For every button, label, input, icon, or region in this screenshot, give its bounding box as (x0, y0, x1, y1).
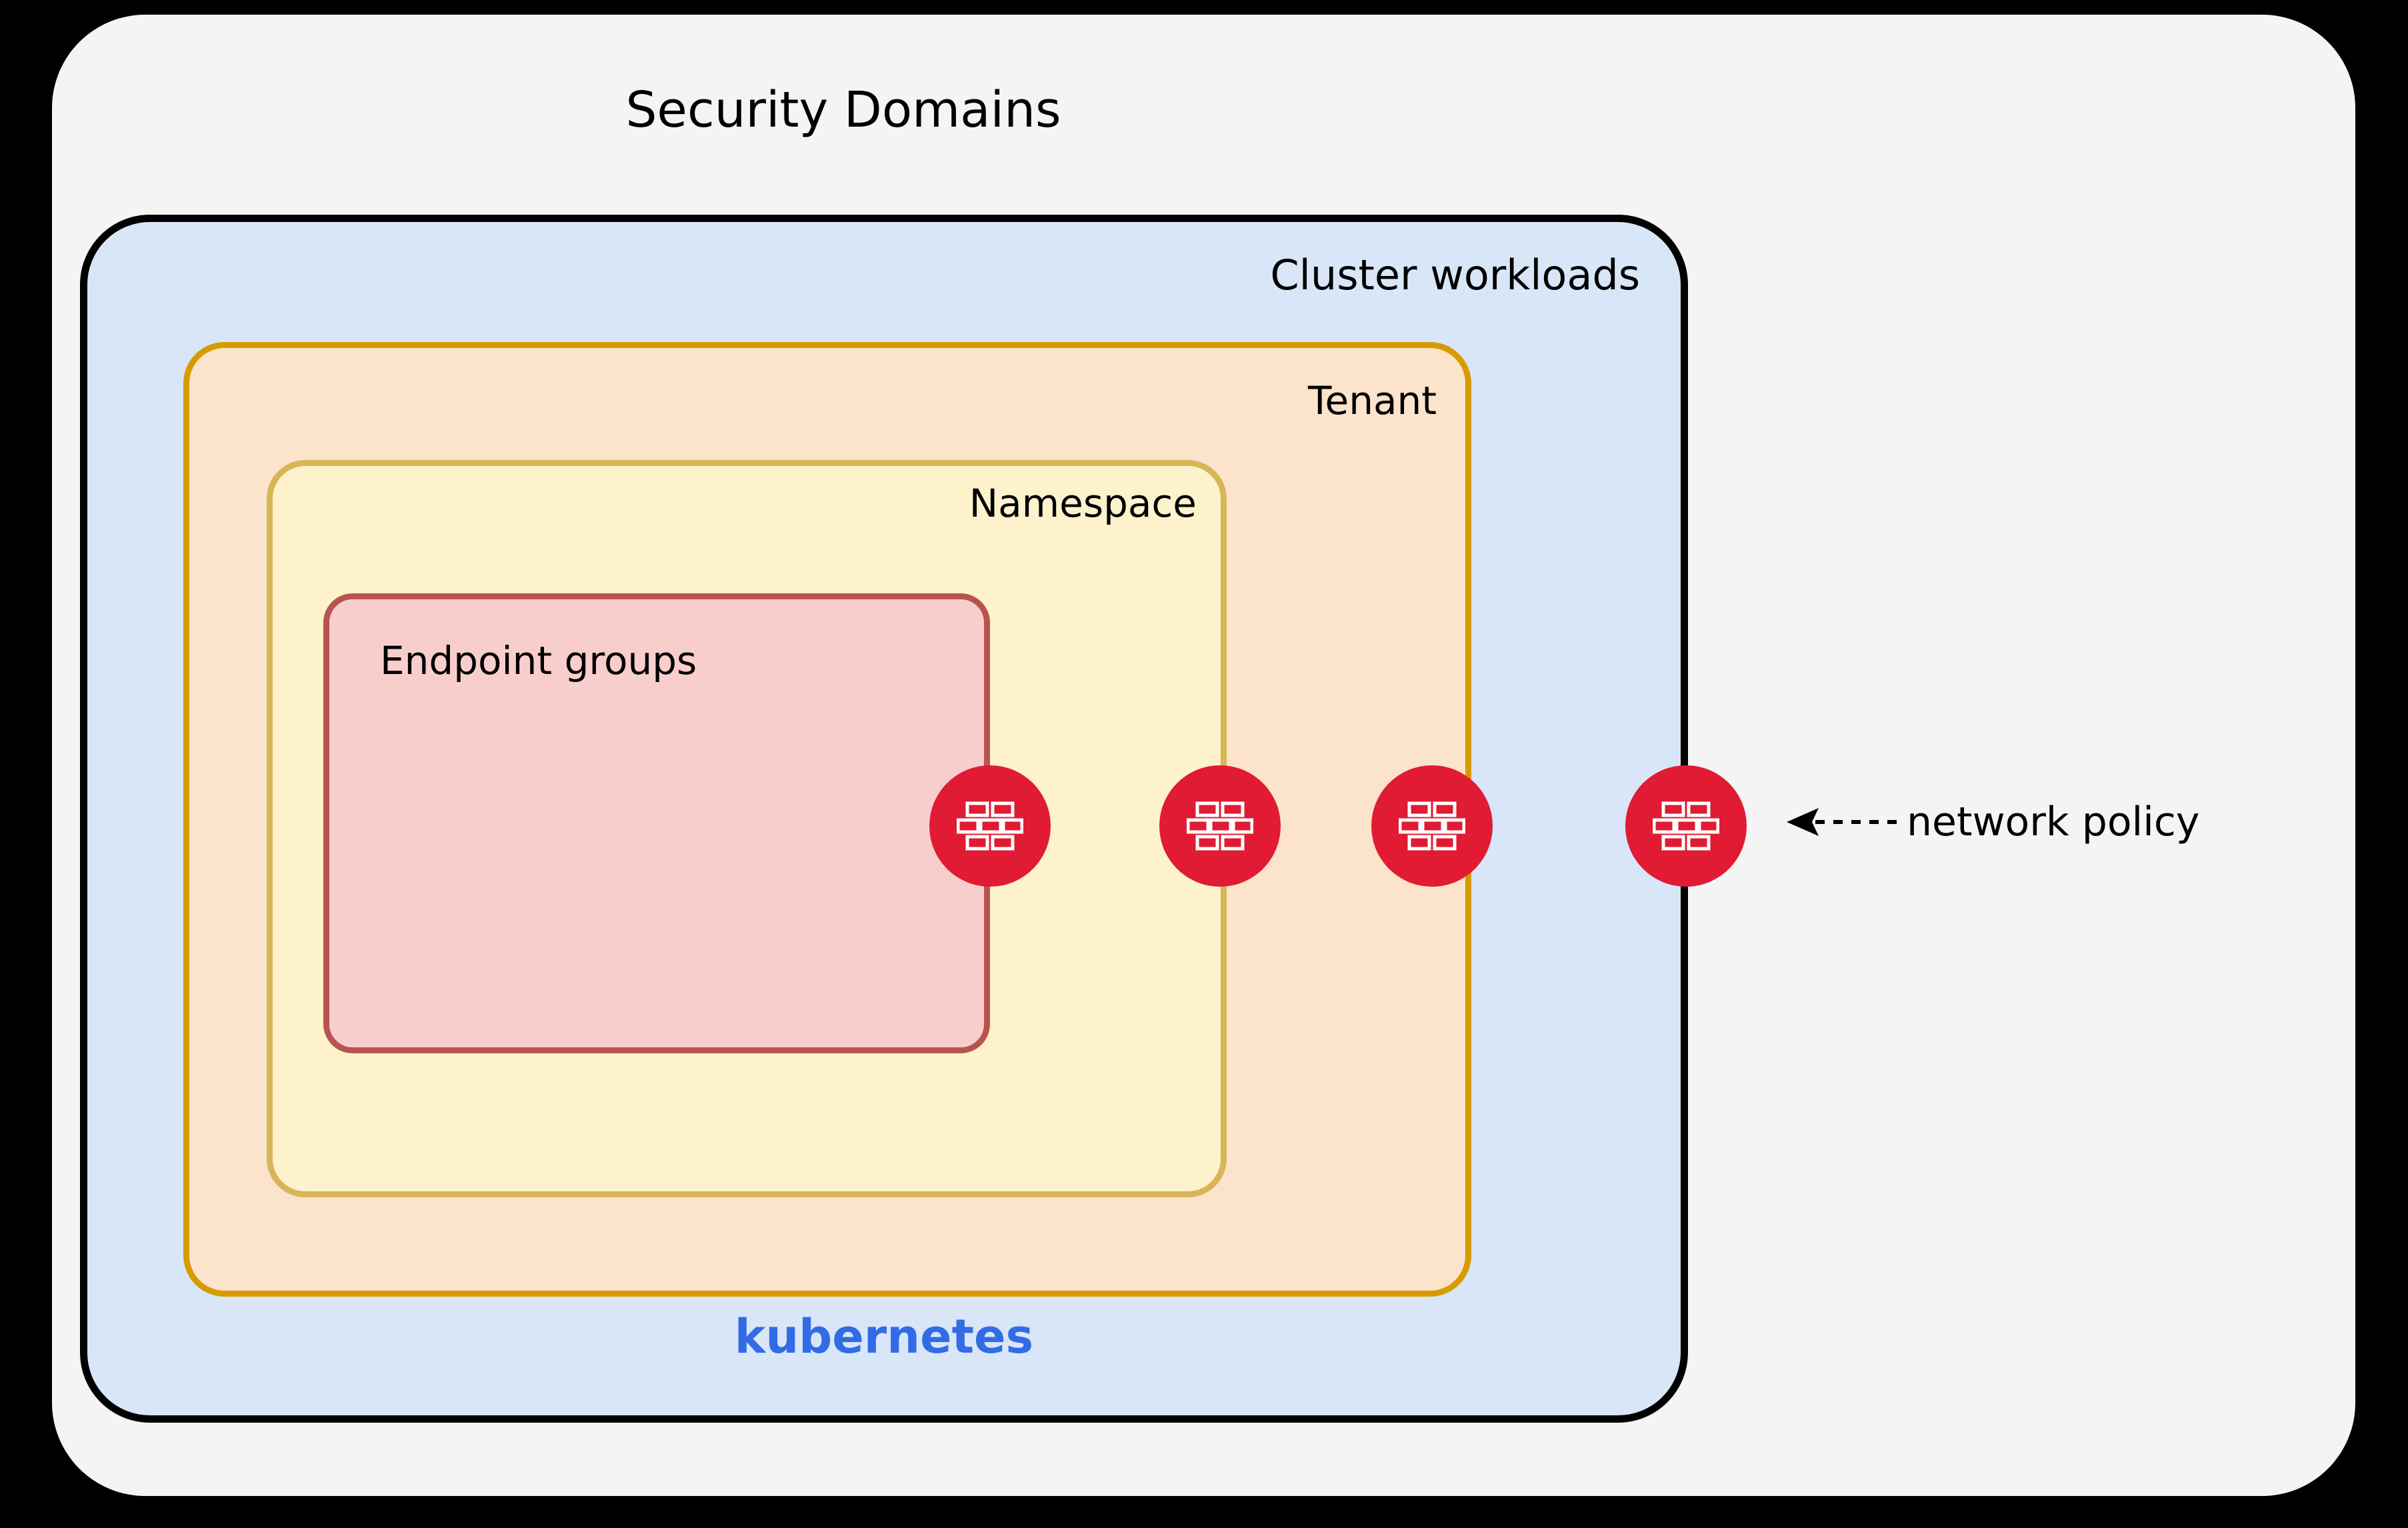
cluster-workloads-label: Cluster workloads (1270, 251, 1640, 299)
tenant-label: Tenant (1307, 378, 1437, 423)
endpoint-groups-box (323, 593, 990, 1053)
firewall-icon (1159, 765, 1281, 887)
firewall-icon (929, 765, 1051, 887)
security-domains-label: Security Domains (625, 81, 1061, 139)
network-policy-arrow (1787, 799, 1897, 845)
firewall-icon (1625, 765, 1747, 887)
namespace-label: Namespace (969, 481, 1197, 526)
network-policy-label: network policy (1907, 799, 2200, 845)
kubernetes-brand-label: kubernetes (734, 1309, 1034, 1364)
endpoint-groups-label: Endpoint groups (380, 638, 697, 683)
firewall-icon (1371, 765, 1493, 887)
